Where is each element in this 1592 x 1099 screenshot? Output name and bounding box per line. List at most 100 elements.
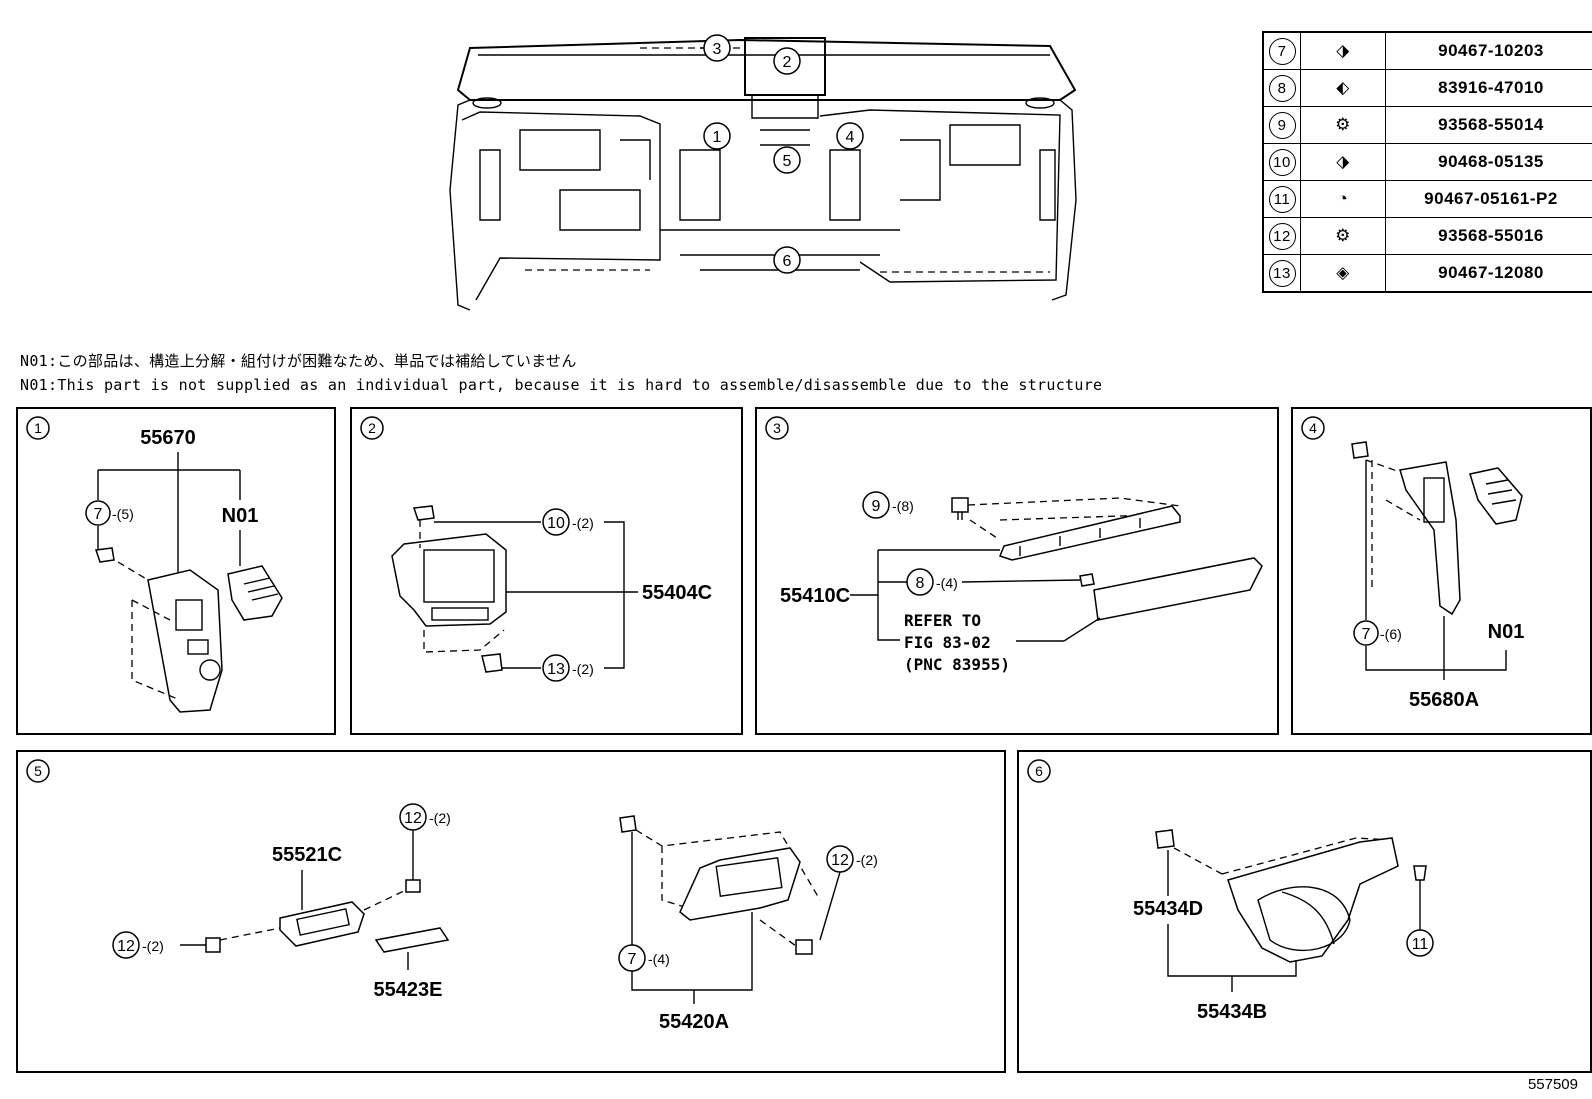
panel-5-qty-12-right: -(2) [856,852,878,868]
panel-3: 3 9 -(8) 55410C 8 -(4) REFER TO FIG 83-0… [755,407,1279,735]
panel-2-assembly-label: 55404C [642,582,712,604]
clip-icon: ⬖ [1336,78,1350,97]
panel-1-index: 1 [34,420,42,436]
panel-5-box-part [679,847,801,921]
panel-5-qty-12-top: -(2) [429,810,451,826]
table-row: 13 ◈ 90467-12080 [1262,254,1592,293]
panel-5-ref-12-top: 12 [404,810,422,827]
panel-6-clip-part [1155,829,1175,849]
ref-number: 10 [1268,148,1296,176]
panel-6-index: 6 [1035,763,1043,779]
panel-6-clip-11 [1413,865,1427,881]
panel-3-index: 3 [773,420,781,436]
panel-3-ref-a: 9 [872,498,881,515]
ref-number: 11 [1268,185,1296,213]
panel-2: 2 10 -(2) 55404C 13 -(2) [350,407,743,735]
panel-4-clip-qty: -(6) [1380,626,1402,642]
panel-2-index: 2 [368,420,376,436]
panel-4-n01-label: N01 [1488,621,1525,643]
panel-2-panel-part [391,533,507,627]
push-clip-icon: ◔ [1337,189,1349,208]
panel-4-n01-part [1469,467,1523,525]
clip-icon: ⬗ [1336,41,1350,60]
overview-callout-6-label: 6 [783,253,792,270]
panel-4-clip-part [1351,441,1369,459]
note-japanese: N01:この部品は、構造上分解・組付けが困難なため、単品では補給していません [20,352,577,370]
ref-number: 7 [1268,37,1296,65]
panel-6-part-a-label: 55434D [1133,898,1203,920]
panel-5-screw-left [205,937,221,953]
panel-6: 6 11 55434D 55434B [1017,750,1592,1073]
part-number: 90467-12080 [1385,254,1592,293]
panel-3-clip-8 [1079,573,1095,587]
part-number: 93568-55016 [1385,217,1592,255]
overview-callout-6 [773,246,801,274]
panel-5-index: 5 [34,763,42,779]
part-number: 90467-05161-P2 [1385,180,1592,218]
table-row: 12 ⚙ 93568-55016 [1262,217,1592,255]
panel-3-refer-line-3: (PNC 83955) [904,655,1010,674]
panel-1: 1 55670 7 -(5) N01 [16,407,336,735]
panel-5-part-c-label: 55420A [659,1011,729,1033]
panel-3-refer-part [1093,557,1263,621]
overview-callout-4 [836,122,864,150]
panel-5-ref-12-left: 12 [117,938,135,955]
panel-5-qty-7: -(4) [648,951,670,967]
fastener-parts-table: 7 ⬗ 90467-10203 8 ⬖ 83916-47010 9 ⚙ 9356… [1262,31,1592,293]
panel-6-cover-part [1227,837,1399,963]
part-number: 90467-10203 [1385,31,1592,70]
overview-callout-1-label: 1 [713,129,722,146]
panel-1-panel-part [147,569,223,713]
panel-6-ref-11: 11 [1412,936,1429,953]
panel-3-qty-b: -(4) [936,575,958,591]
part-number: 83916-47010 [1385,69,1592,107]
panel-5-part-b-label: 55423E [374,979,443,1001]
overview-callout-5 [773,146,801,174]
panel-3-qty-a: -(8) [892,498,914,514]
table-row: 11 ◔ 90467-05161-P2 [1262,180,1592,218]
panel-1-clip-qty: -(5) [112,506,134,522]
screw-icon: ⚙ [1335,226,1351,245]
overview-callout-3-label: 3 [713,41,722,58]
panel-3-assembly-label: 55410C [780,585,850,607]
ref-number: 12 [1268,222,1296,250]
table-row: 9 ⚙ 93568-55014 [1262,106,1592,144]
panel-4-clip-ref: 7 [1362,626,1371,643]
panel-3-screw-9 [951,497,969,513]
overview-callout-2 [773,47,801,75]
table-row: 10 ⬗ 90468-05135 [1262,143,1592,181]
panel-2-ref-b: 13 [547,661,565,678]
screw-icon: ⚙ [1335,115,1351,134]
panel-4-index: 4 [1309,420,1317,436]
clip-icon: ⬗ [1336,152,1350,171]
panel-4-panel-part [1399,461,1461,616]
clip-icon: ◈ [1336,263,1350,282]
overview-callout-1 [703,122,731,150]
figure-number: 557509 [1527,1076,1578,1093]
panel-5-bezel-part [279,901,365,947]
panel-5-pad-part [374,927,450,953]
part-number: 93568-55014 [1385,106,1592,144]
panel-5-screw-right [795,939,813,955]
panel-3-refer-line-2: FIG 83-02 [904,633,991,652]
panel-2-clip-13 [481,653,503,673]
table-row: 7 ⬗ 90467-10203 [1262,31,1592,70]
panel-1-n01-part [227,565,283,621]
panel-2-qty-a: -(2) [572,515,594,531]
panel-2-qty-b: -(2) [572,661,594,677]
overview-callout-5-label: 5 [783,153,792,170]
panel-2-clip-10 [412,505,435,521]
panel-5-part-a-label: 55521C [272,844,342,866]
ref-number: 13 [1268,259,1296,287]
table-row: 8 ⬖ 83916-47010 [1262,69,1592,107]
panel-3-ref-b: 8 [916,575,925,592]
panel-1-n01-label: N01 [222,505,259,527]
panel-1-assembly-label: 55670 [140,427,196,449]
overview-callouts: 1 2 3 4 5 6 [703,34,864,274]
panel-5-ref-7: 7 [628,951,637,968]
instrument-panel-overview [449,37,1077,311]
overview-callout-2-label: 2 [783,54,792,71]
panel-5: 5 12 -(2) 55521C 12 -(2) 55423E 12 -(2) … [16,750,1006,1073]
panel-6-part-b-label: 55434B [1197,1001,1267,1023]
note-english: N01:This part is not supplied as an indi… [20,376,1103,394]
